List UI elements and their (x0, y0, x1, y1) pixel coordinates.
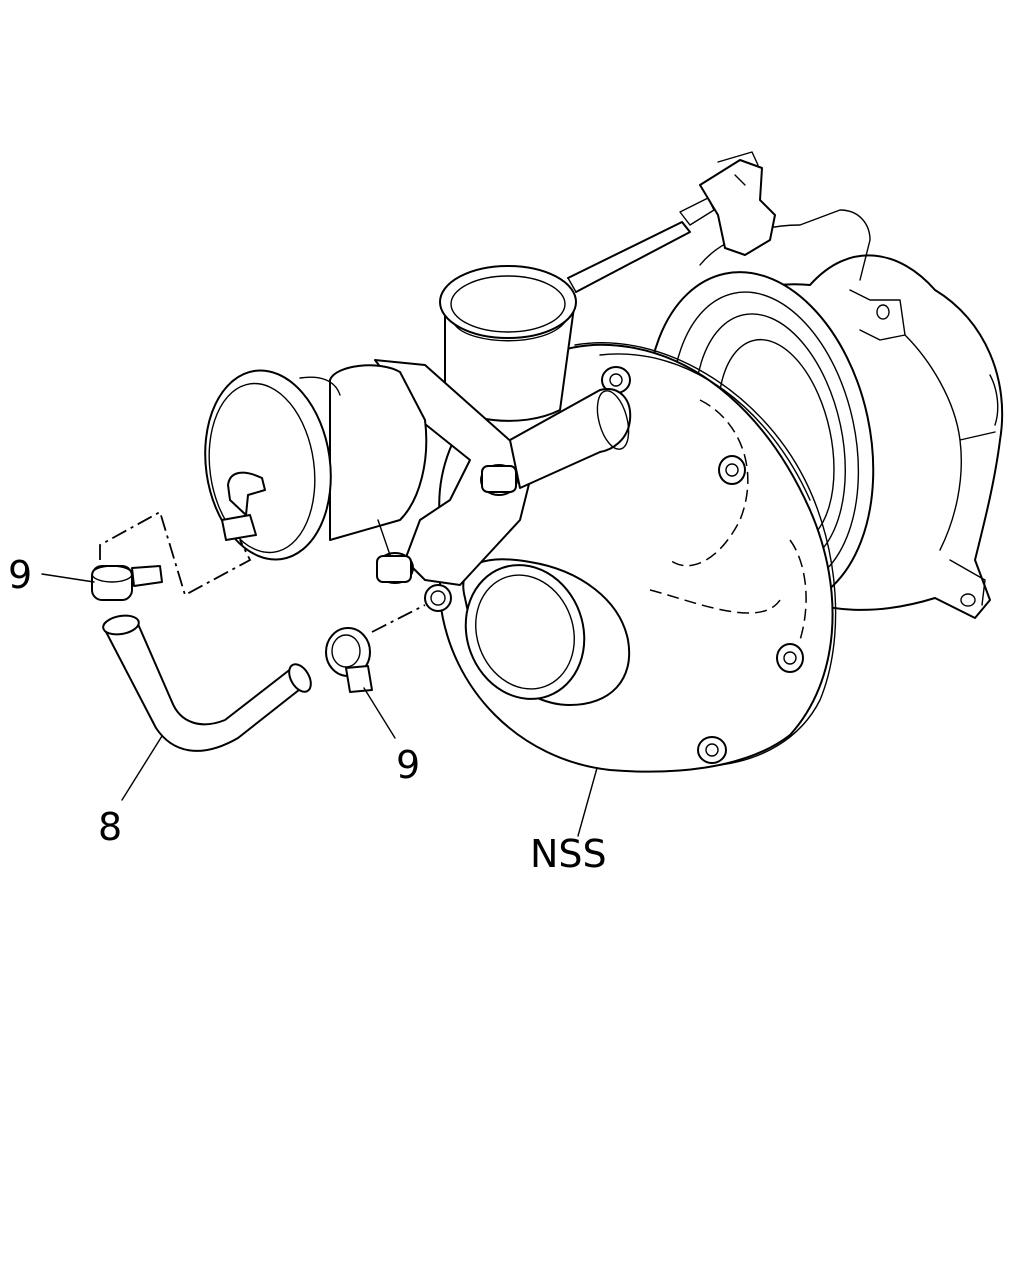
callout-hose: 8 (98, 805, 122, 849)
clamp-upper (91, 565, 163, 601)
clamp-lower (325, 627, 373, 693)
wastegate-actuator (204, 364, 428, 561)
compressor-inlet (462, 558, 631, 706)
callout-clamp-lower: 9 (396, 743, 420, 787)
leader-lines (41, 573, 598, 837)
hose-part-8 (102, 614, 312, 752)
assembly-guides (99, 510, 426, 633)
actuator-rod (567, 221, 691, 293)
compressor-outlet (439, 265, 577, 422)
callout-turbocharger: NSS (530, 832, 607, 876)
actuator-bracket (374, 359, 632, 612)
callout-clamp-upper: 9 (8, 553, 32, 597)
